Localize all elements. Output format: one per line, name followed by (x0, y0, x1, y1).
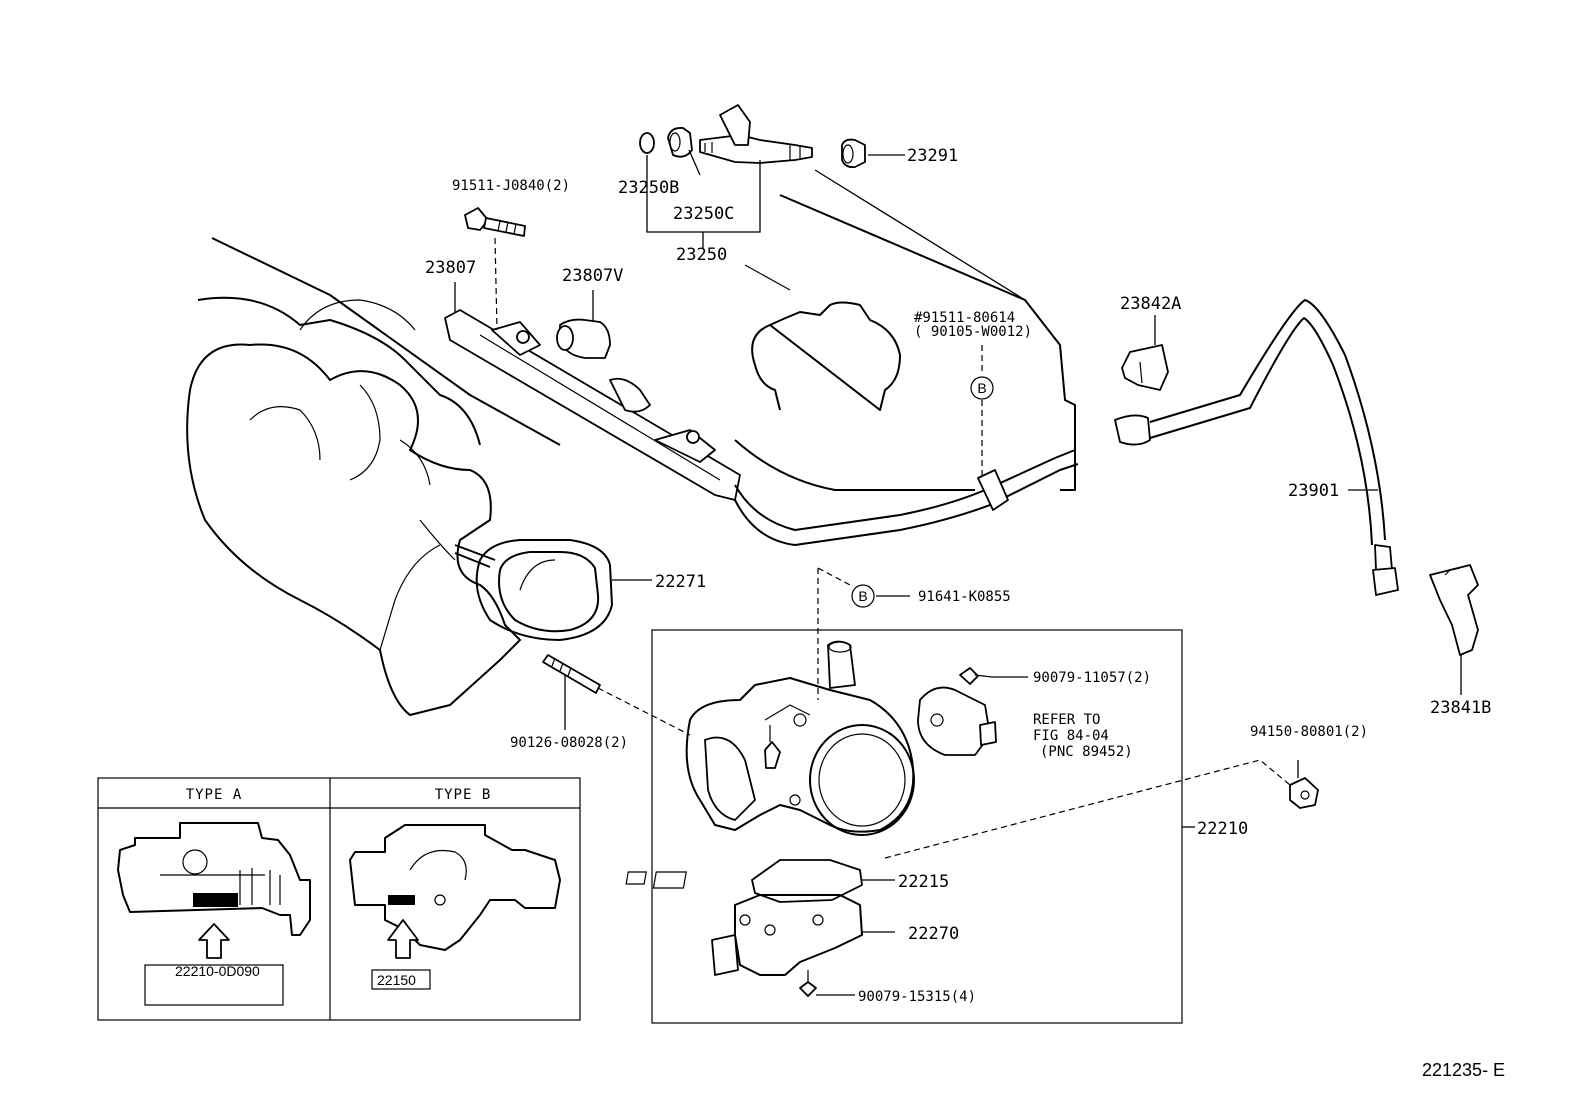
grommet-23291 (841, 138, 866, 169)
label-90079-15315: 90079-15315(4) (858, 989, 976, 1005)
label-23901: 23901 (1288, 481, 1339, 501)
marker-b-lower: B (851, 584, 875, 608)
bolt-91511-J0840 (464, 207, 526, 237)
label-91641-K0855: 91641-K0855 (918, 589, 1011, 605)
leader-lines (454, 149, 1462, 996)
label-22210: 22210 (1197, 819, 1248, 839)
type-a-title: TYPE A (186, 787, 243, 803)
figure-id: 221235- E (1422, 1060, 1505, 1080)
label-refer-fig: FIG 84-04 (1033, 728, 1109, 744)
label-23291: 23291 (907, 146, 958, 166)
type-a-mark (193, 893, 238, 907)
label-22270: 22270 (908, 924, 959, 944)
screw-90079-15315 (799, 970, 817, 997)
throttle-body-22210 (685, 640, 915, 836)
type-a-drawing: 22210-0D090 (117, 822, 311, 1006)
gasket-22271 (475, 539, 613, 641)
iac-valve-22270 (711, 894, 863, 976)
label-23842A: 23842A (1120, 294, 1181, 314)
label-22271: 22271 (655, 572, 706, 592)
label-90126-08028: 90126-08028(2) (510, 735, 628, 751)
label-90079-11057: 90079-11057(2) (1033, 670, 1151, 686)
type-b-part: 22150 (377, 972, 416, 988)
label-23841B: 23841B (1430, 698, 1491, 718)
fuel-hose-23901 (1114, 299, 1399, 596)
label-23807V: 23807V (562, 266, 623, 286)
type-b-drawing: 22150 (349, 824, 561, 990)
screw-90079-11057 (959, 667, 993, 685)
intake-manifold (186, 237, 561, 716)
delivery-pipe-23807 (444, 309, 1079, 546)
label-refer-pnc: (PNC 89452) (1040, 744, 1133, 760)
type-b-title: TYPE B (435, 787, 492, 803)
marker-b-lower-text: B (858, 588, 867, 604)
label-22215: 22215 (898, 872, 949, 892)
label-91511-J0840: 91511-J0840(2) (452, 178, 570, 194)
stud-90126 (542, 654, 601, 694)
label-90105-W0012: ( 90105-W0012) (914, 324, 1032, 340)
label-94150-80801: 94150-80801(2) (1250, 724, 1368, 740)
type-a-part: 22210-0D090 (175, 963, 260, 979)
label-91511-80614: #91511-80614 (914, 310, 1015, 326)
damper-23807V (556, 318, 611, 359)
label-23250: 23250 (676, 245, 727, 265)
clip-23841B (1429, 564, 1479, 656)
label-23807: 23807 (425, 258, 476, 278)
marker-b-upper-text: B (977, 380, 986, 396)
clamp-23842A (1121, 344, 1169, 391)
label-refer-to: REFER TO (1033, 712, 1100, 728)
throttle-sensor (917, 686, 997, 756)
nut-94150 (1289, 777, 1319, 809)
label-23250B: 23250B (618, 178, 679, 198)
gasket-22215 (625, 859, 863, 903)
label-23250C: 23250C (673, 204, 734, 224)
type-b-mark (388, 895, 415, 905)
marker-b-upper: B (970, 376, 994, 400)
injector-23250 (639, 104, 813, 164)
type-inset: TYPE A TYPE B 22210-0D090 22150 (97, 777, 581, 1021)
valve-cover (734, 194, 1076, 491)
